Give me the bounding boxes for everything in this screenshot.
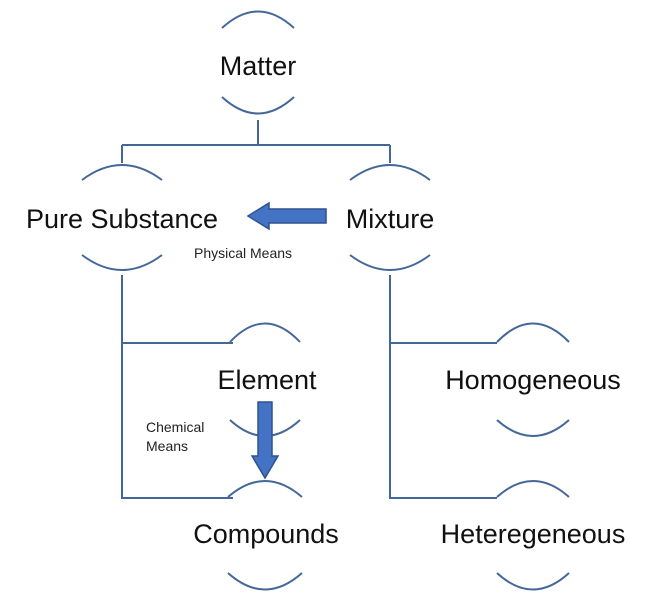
connector-pure-substance-to-children [121, 275, 233, 499]
mixture-node-top-arc [349, 164, 431, 181]
connector-matter-to-branches [121, 120, 391, 163]
matter-node-bottom-arc [221, 96, 295, 115]
mixture-label: Mixture [345, 204, 435, 234]
heterogeneous-node-top-arc [496, 480, 570, 498]
pure-substance-label: Pure Substance [25, 204, 219, 234]
chemical-means-label-line2: Means [146, 437, 189, 454]
compounds-label: Compounds [193, 519, 339, 549]
compounds-node-bottom-arc [227, 572, 303, 591]
pure-substance-node-top-arc [81, 164, 163, 181]
physical-means-arrow [246, 201, 327, 231]
homogeneous-label: Homogeneous [445, 365, 621, 395]
element-label: Element [217, 365, 317, 395]
chemical-means-label: Chemical Means [146, 418, 204, 456]
chemical-means-arrow [250, 401, 280, 480]
chemical-means-label-line1: Chemical [146, 419, 205, 435]
mixture-node-bottom-arc [349, 254, 431, 271]
heterogeneous-label: Heteregeneous [440, 519, 626, 549]
connector-mixture-to-children [389, 275, 497, 499]
heterogeneous-node-bottom-arc [496, 572, 570, 591]
element-node-top-arc [229, 322, 301, 343]
homogeneous-node-bottom-arc [496, 419, 570, 437]
compounds-node-top-arc [227, 480, 303, 498]
matter-label: Matter [219, 51, 297, 81]
physical-means-label: Physical Means [194, 245, 293, 261]
homogeneous-node-top-arc [496, 322, 570, 343]
matter-node-top-arc [221, 10, 295, 29]
pure-substance-node-bottom-arc [81, 254, 163, 271]
